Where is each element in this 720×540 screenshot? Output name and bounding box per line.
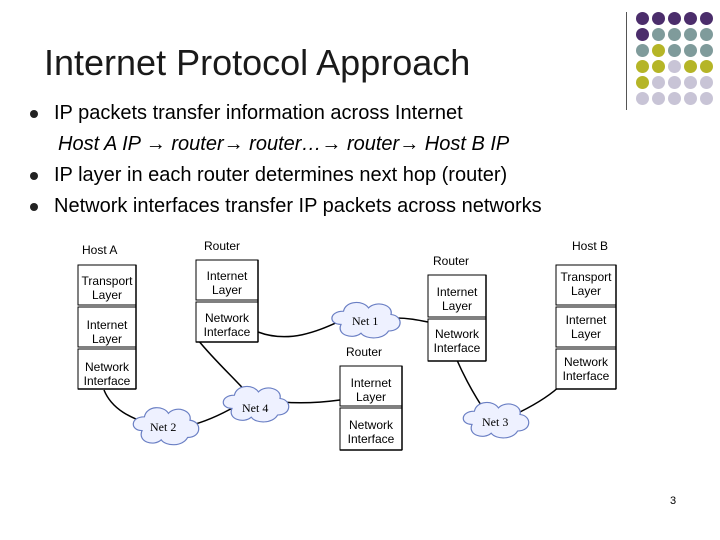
decorative-dot <box>668 12 681 25</box>
bullet-subitem: Host A IP → router→ router…→ router→ Hos… <box>58 133 510 155</box>
decorative-dot <box>652 92 665 105</box>
decorative-dot <box>700 60 713 73</box>
decorative-dot <box>636 60 649 73</box>
bullet-item: IP layer in each router determines next … <box>30 160 542 191</box>
decorative-dot <box>700 28 713 41</box>
decorative-dot <box>684 92 697 105</box>
decorative-dot <box>668 92 681 105</box>
decorative-dot <box>700 76 713 89</box>
router2-netif-label: Network Interface <box>433 327 481 355</box>
host-a-label: Host A <box>82 243 118 257</box>
decorative-dot <box>636 12 649 25</box>
decorative-dot <box>700 12 713 25</box>
net3-label: Net 3 <box>482 415 509 429</box>
router3-netif-box <box>339 407 403 451</box>
decorative-dot <box>636 76 649 89</box>
router3-netif-label: Network Interface <box>347 418 395 446</box>
router1-internet-label: Internet Layer <box>206 269 248 297</box>
decorative-dot <box>684 76 697 89</box>
bullet-item: Network interfaces transfer IP packets a… <box>30 191 542 222</box>
host-b-internet-box <box>555 306 617 348</box>
host-b-netif-box <box>555 348 617 390</box>
bullet-icon <box>30 172 38 180</box>
page-number: 3 <box>670 495 677 507</box>
router-label-top-left: Router <box>203 239 241 253</box>
decorative-dot <box>668 76 681 89</box>
net1-label: Net 1 <box>352 314 379 328</box>
link-router-net1 <box>257 321 339 338</box>
router2-internet-label: Internet Layer <box>436 285 478 313</box>
decorative-dot <box>636 44 649 57</box>
host-a-netif-label: Network Interface <box>83 360 131 388</box>
bullet-item: IP packets transfer information across I… <box>30 98 542 129</box>
decorative-dot <box>668 60 681 73</box>
page-title: Internet Protocol Approach <box>44 42 471 83</box>
router-label-mid: Router <box>346 345 383 359</box>
host-b-transport-label: Transport Layer <box>560 270 612 298</box>
decorative-dot <box>700 44 713 57</box>
link-net4-router <box>281 399 341 404</box>
decorative-dot <box>684 60 697 73</box>
host-b-netif-label: Network Interface <box>562 355 610 383</box>
link-net1-router <box>395 317 429 323</box>
decorative-dot <box>668 44 681 57</box>
decorative-dot <box>652 60 665 73</box>
bullet-list: IP packets transfer information across I… <box>30 98 542 222</box>
bullet-icon <box>30 110 38 118</box>
host-a-internet-label: Internet Layer <box>86 318 128 346</box>
decorative-dot <box>652 76 665 89</box>
decorative-dot <box>636 28 649 41</box>
decorative-dot <box>684 28 697 41</box>
decorative-dot <box>700 92 713 105</box>
router3-internet-box <box>339 365 403 407</box>
router-label-top-right: Router <box>433 254 470 268</box>
divider-line <box>626 12 627 110</box>
decorative-dot <box>652 44 665 57</box>
decorative-dot <box>652 12 665 25</box>
host-a-transport-label: Transport Layer <box>81 274 133 302</box>
net4-label: Net 4 <box>242 401 269 415</box>
decorative-dot <box>684 44 697 57</box>
decorative-dot <box>668 28 681 41</box>
host-a-netif-box <box>77 348 137 390</box>
decorative-dot <box>636 92 649 105</box>
decorative-dot <box>652 28 665 41</box>
host-b-label: Host B <box>572 239 609 253</box>
decorative-dot <box>684 12 697 25</box>
bullet-icon <box>30 203 38 211</box>
router1-netif-label: Network Interface <box>203 311 251 339</box>
net2-label: Net 2 <box>150 420 177 434</box>
router3-internet-label: Internet Layer <box>350 376 392 404</box>
host-b-internet-label: Internet Layer <box>565 313 607 341</box>
